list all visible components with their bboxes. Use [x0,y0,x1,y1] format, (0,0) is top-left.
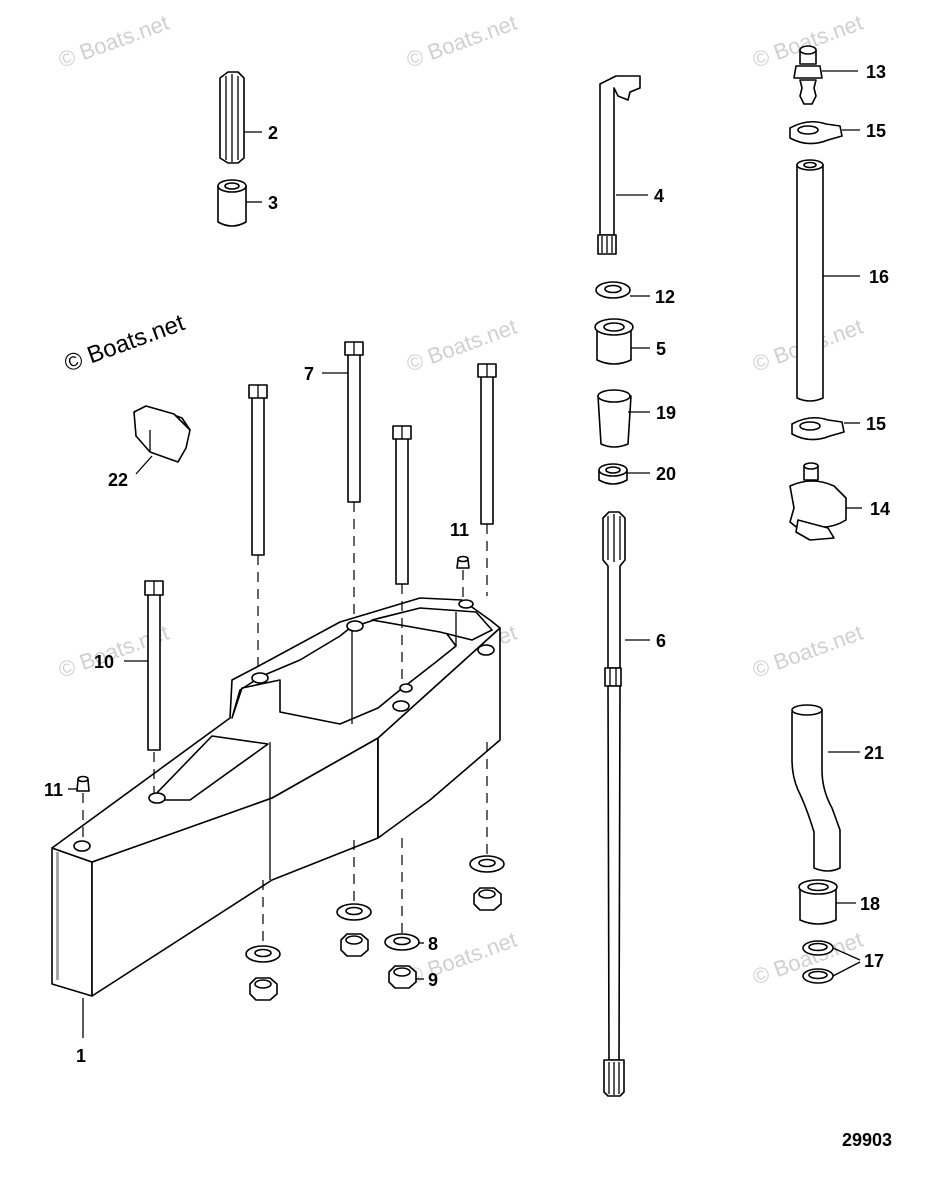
callout-20: 20 [656,464,676,484]
callout-19: 19 [656,403,676,423]
callout-10: 10 [94,652,114,672]
callout-1: 1 [76,1046,86,1066]
callout-13: 13 [866,62,886,82]
part-15-clamp [791,416,845,441]
part-17-washers [802,940,834,984]
callout-15: 15 [866,121,886,141]
callout-9: 9 [428,970,438,990]
part-22-bracket [133,405,191,463]
part-20-seal [598,463,628,485]
part-10-bolt [144,580,164,751]
part-8-washers [245,855,505,963]
part-18-bushing [798,879,838,925]
part-11-dowel-pins [76,555,470,792]
watermark: © Boats.net [55,10,172,73]
part-21-hose [791,704,841,872]
callout-12: 12 [655,287,675,307]
callout-4: 4 [654,186,664,206]
callout-17: 17 [864,951,884,971]
figure-number: 29903 [842,1130,892,1150]
watermark: © Boats.net [403,927,520,990]
part-2-coupler [219,71,245,164]
callout-22: 22 [108,470,128,490]
part-12-washer [595,281,631,299]
callout-16: 16 [869,267,889,287]
callout-21: 21 [864,743,884,763]
callout-3: 3 [268,193,278,213]
leader-lines [68,70,862,1038]
part-19-sleeve [597,389,632,448]
part-6-drive-shaft [602,511,626,1097]
part-4-shift-shaft [597,75,641,255]
callout-2: 2 [268,123,278,143]
part-15-clamp [789,120,843,145]
part-13-fitting [793,45,823,105]
part-16-hose [796,159,824,402]
part-5-bushing [594,318,634,365]
callout-8: 8 [428,934,438,954]
callout-7: 7 [304,364,314,384]
alignment-lines [82,502,488,944]
watermark: © Boats.net [403,10,520,73]
callout-5: 5 [656,339,666,359]
callout-15: 15 [866,414,886,434]
watermark: © Boats.net [749,620,866,683]
watermark: © Boats.net [403,314,520,377]
part-14-elbow-fitting [789,462,847,541]
callout-11: 11 [450,520,469,540]
callout-14: 14 [870,499,890,519]
part-7-bolts [248,341,497,585]
callout-11: 11 [44,780,63,800]
part-1-adapter-plate [51,597,501,997]
callouts: 1 2 3 4 5 6 7 8 9 10 11 11 12 13 14 15 1… [44,62,890,1066]
callout-6: 6 [656,631,666,651]
callout-18: 18 [860,894,880,914]
part-9-nuts [249,887,502,1001]
watermark-dark: © Boats.net [61,309,189,377]
part-3-bushing [217,179,247,227]
